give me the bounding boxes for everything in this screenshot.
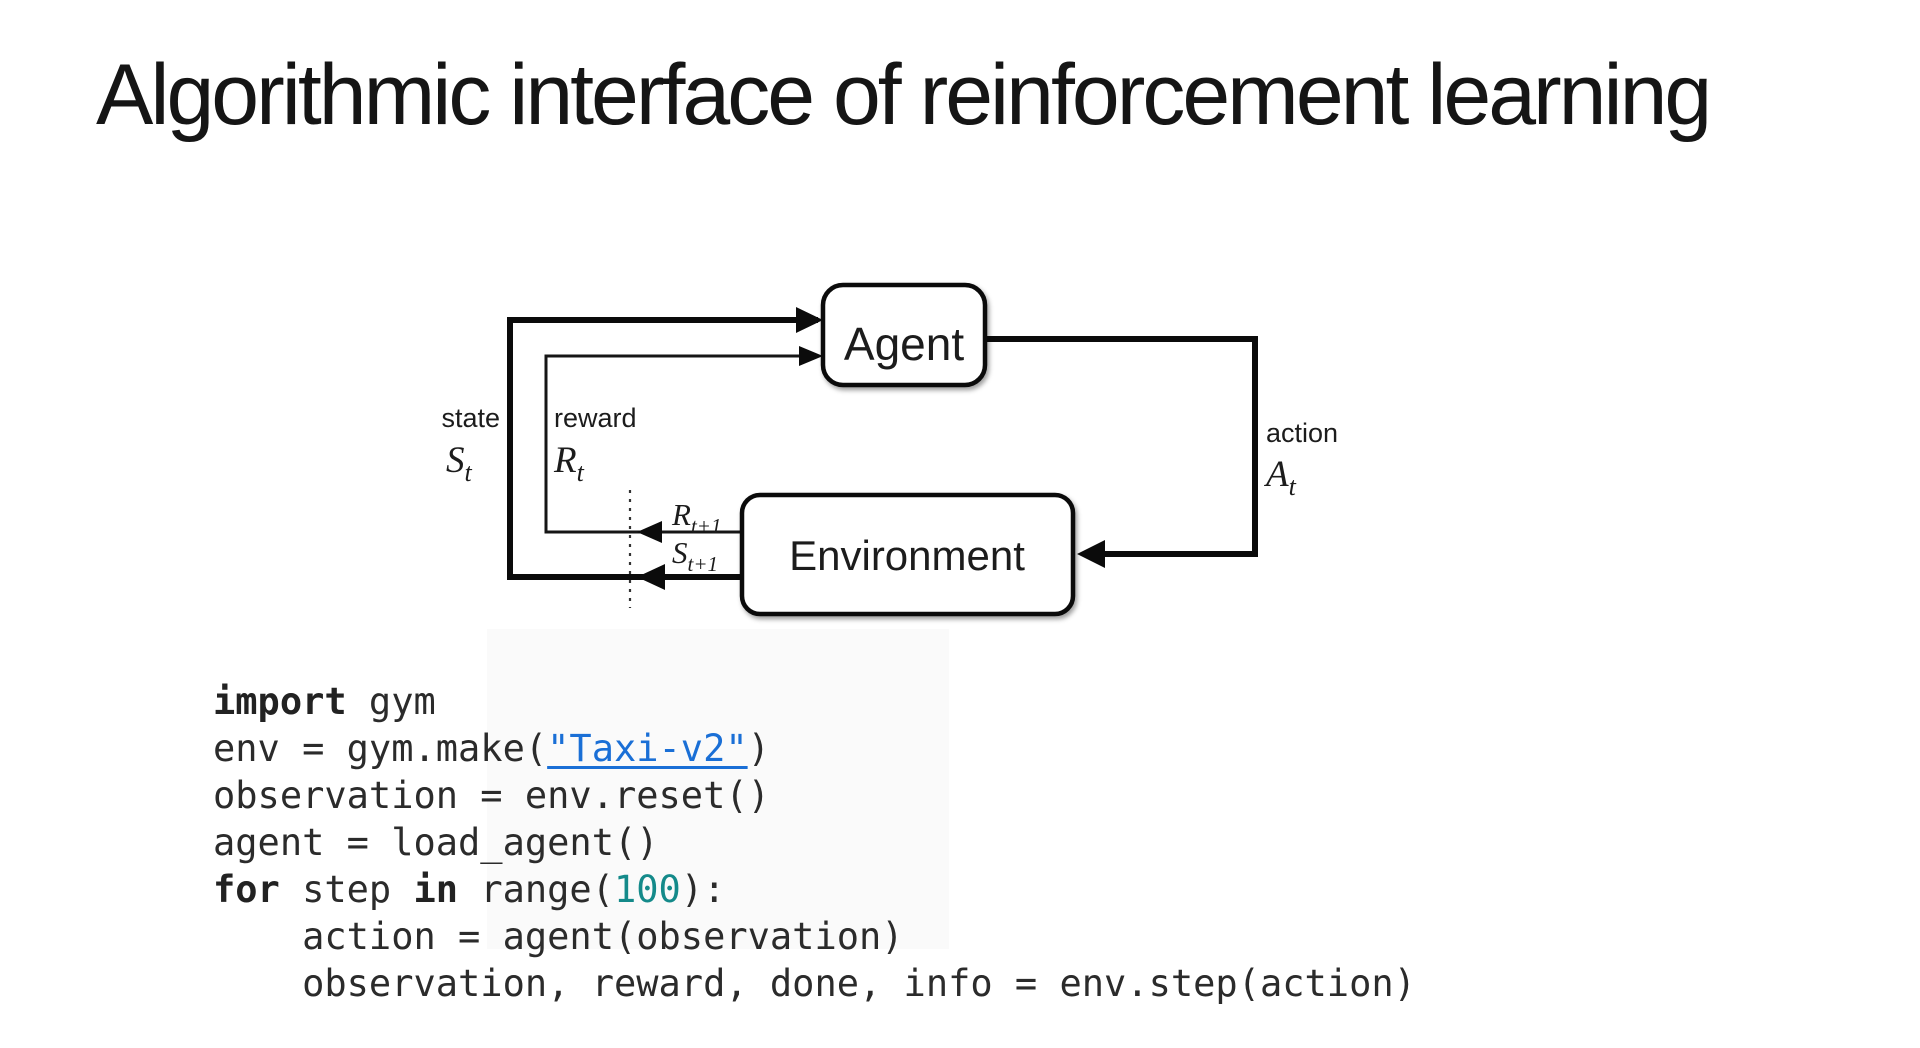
code-text: range( xyxy=(458,868,614,911)
environment-box-label: Environment xyxy=(789,532,1025,579)
code-line-reset: observation = env.reset() xyxy=(213,772,1416,819)
action-symbol: At xyxy=(1263,454,1297,501)
agent-box-label: Agent xyxy=(844,318,964,370)
code-text: gym xyxy=(346,680,436,723)
code-block: import gym env = gym.make("Taxi-v2") obs… xyxy=(213,678,1416,1007)
code-line-import: import gym xyxy=(213,678,1416,725)
keyword-for: for xyxy=(213,868,280,911)
reward-into-agent-arrowhead xyxy=(799,346,823,366)
state-loop-line xyxy=(507,317,818,580)
action-into-environment-arrowhead xyxy=(1077,540,1105,568)
number-literal: 100 xyxy=(613,868,681,911)
code-line-make-env: env = gym.make("Taxi-v2") xyxy=(213,725,1416,772)
code-text: observation = env.reset() xyxy=(213,774,770,817)
code-text: ) xyxy=(747,727,770,770)
next-state-symbol: St+1 xyxy=(672,535,718,576)
code-text: step xyxy=(279,868,414,911)
code-text: env = gym.make( xyxy=(213,727,548,770)
code-line-for-loop: for step in range(100): xyxy=(213,866,1416,913)
code-text: observation, reward, done, info = env.st… xyxy=(213,962,1416,1005)
code-text: agent = load_agent() xyxy=(213,821,659,864)
code-text: action = agent(observation) xyxy=(213,915,904,958)
action-loop-line xyxy=(985,336,1258,557)
code-line-load-agent: agent = load_agent() xyxy=(213,819,1416,866)
reward-symbol: Rt xyxy=(553,440,585,487)
code-line-action: action = agent(observation) xyxy=(213,913,1416,960)
state-symbol: St xyxy=(446,440,473,487)
state-label: state xyxy=(441,403,500,433)
code-line-env-step: observation, reward, done, info = env.st… xyxy=(213,960,1416,1007)
agent-box xyxy=(820,282,988,388)
reward-label: reward xyxy=(554,403,637,433)
code-text: ): xyxy=(680,868,726,911)
environment-box xyxy=(739,492,1076,617)
keyword-in: in xyxy=(413,868,459,911)
taxi-v2-link[interactable]: "Taxi-v2" xyxy=(547,727,748,770)
keyword-import: import xyxy=(213,680,347,723)
next-reward-arrowhead xyxy=(637,521,662,543)
next-state-arrowhead xyxy=(637,564,665,590)
state-into-agent-arrowhead xyxy=(796,307,823,333)
next-reward-symbol: Rt+1 xyxy=(671,497,721,538)
action-label: action xyxy=(1266,418,1338,448)
page-title: Algorithmic interface of reinforcement l… xyxy=(96,47,1712,143)
rl-agent-environment-diagram: Agent Environment state St reward Rt Rt+… xyxy=(441,282,1338,617)
code-background-patch xyxy=(487,629,949,949)
